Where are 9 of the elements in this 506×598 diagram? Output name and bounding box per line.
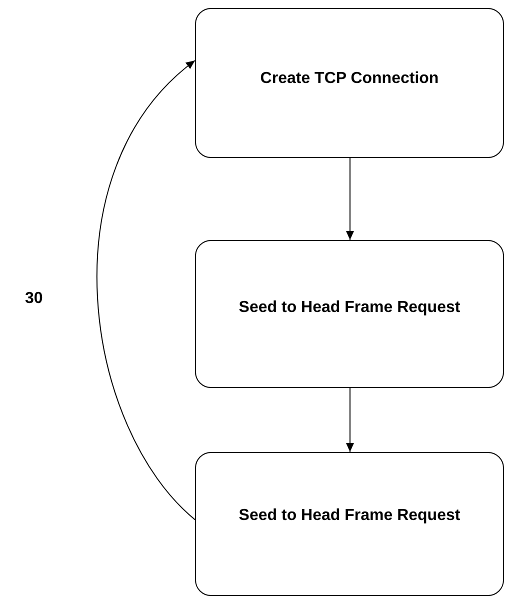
arrow (346, 158, 354, 240)
process-box (195, 8, 504, 158)
box-text: Create TCP Connection (260, 70, 439, 88)
box-text: Seed to Head Frame Request (238, 507, 460, 525)
box-text: Seed to Head Frame Request (238, 299, 460, 317)
arrow (97, 60, 196, 520)
arrow (346, 388, 354, 452)
process-box (195, 452, 504, 596)
process-box (195, 240, 504, 388)
